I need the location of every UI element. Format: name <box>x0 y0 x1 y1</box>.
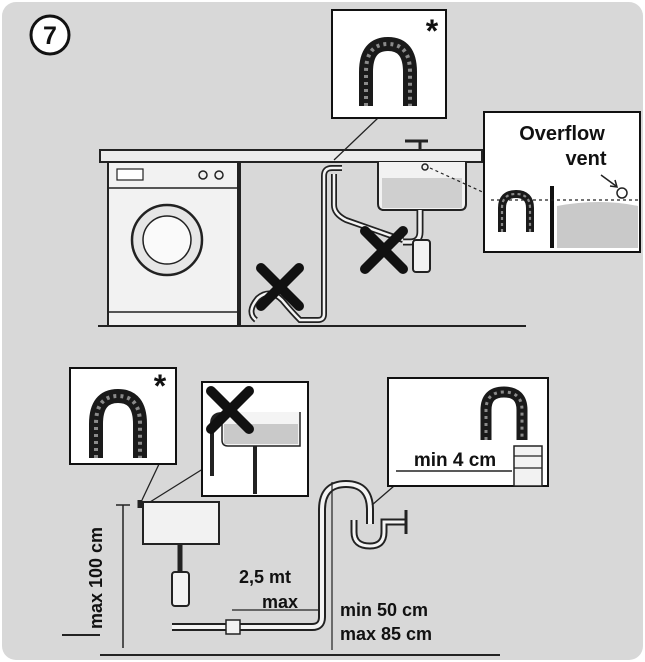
max-100cm-label: max 100 cm <box>86 527 106 629</box>
overflow-label: Overflow <box>519 123 605 145</box>
inset-min-4cm <box>387 377 549 487</box>
sink-icon <box>142 501 220 607</box>
washing-machine-icon <box>107 161 239 327</box>
max-85cm-label: max 85 cm <box>340 624 432 644</box>
asterisk-bottom: * <box>154 368 167 404</box>
step-circle <box>29 14 71 56</box>
inset-hose-top <box>331 9 447 119</box>
inset-hose-bottom <box>69 367 177 465</box>
length-max-label: max <box>262 592 298 612</box>
length-label: 2,5 mt <box>239 567 291 587</box>
vent-label: vent <box>565 148 606 170</box>
sink-icon <box>377 139 467 273</box>
asterisk-top: * <box>426 13 439 49</box>
min-50cm-label: min 50 cm <box>340 600 428 620</box>
counter-top <box>99 149 483 163</box>
min-4cm-label: min 4 cm <box>414 450 496 471</box>
overflow-vent-inset <box>483 111 641 253</box>
step-number: 7 <box>43 22 57 50</box>
